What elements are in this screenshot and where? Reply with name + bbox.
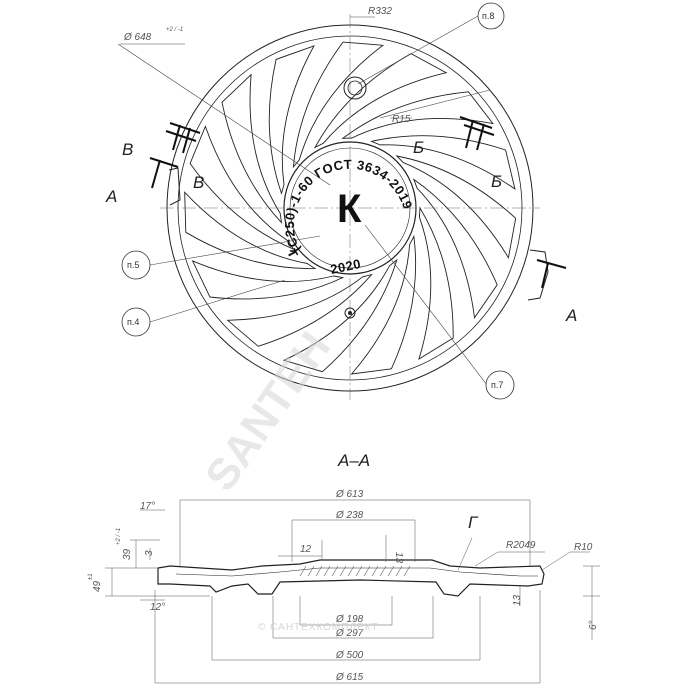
swirl-rib: [292, 41, 385, 169]
swirl-rib: [370, 135, 516, 191]
stamp-year: 2020: [329, 256, 362, 277]
section-label-a-right: А: [565, 306, 577, 325]
detail-mark-g: Г: [468, 513, 479, 532]
radius-outer: R332: [368, 6, 392, 17]
section-label-b-inside: В: [193, 173, 204, 192]
cover-logo-mark-inner: [347, 80, 363, 96]
vent-hole-center: [348, 311, 352, 315]
svg-text:п.5: п.5: [127, 260, 139, 270]
section-title: А–А: [337, 451, 370, 470]
section-hatch: [299, 565, 411, 577]
section-dimension-lines: [105, 499, 600, 684]
dim-h13-right: 13: [512, 594, 523, 606]
right-lug: [527, 249, 549, 301]
section-label-a-left: А: [105, 187, 117, 206]
swirl-rib: [341, 91, 494, 139]
swirl-rib: [282, 258, 398, 373]
dim-d198: Ø 198: [335, 614, 364, 625]
section-labels: Ø 613 Ø 238 Ø 198 Ø 297 Ø 500 Ø 615 17° …: [88, 489, 599, 683]
dim-h49: 49: [92, 580, 103, 592]
callout-p8: п.8: [477, 2, 505, 30]
left-lug: [168, 167, 181, 206]
diameter-dimension: Ø 648: [123, 32, 152, 43]
swirl-rib: [189, 125, 295, 251]
watermark-secondary: © САНТЕХКОМПЛЕКТ: [258, 622, 379, 633]
swirl-rib: [268, 45, 315, 195]
section-label-v-right: Б: [413, 138, 424, 157]
svg-text:п.7: п.7: [491, 380, 503, 390]
diameter-tolerance: +2 / -1: [166, 27, 183, 33]
dim-r10: R10: [574, 542, 593, 553]
swirl-rib: [221, 73, 283, 224]
stamp-letter-k: К: [337, 187, 362, 231]
callout-p5: п.5: [121, 250, 151, 280]
swirl-rib: [226, 273, 373, 347]
watermark: SANTEH © САНТЕХКОМПЛЕКТ: [196, 323, 379, 633]
callout-p7: п.7: [485, 370, 515, 400]
swirl-rib: [191, 260, 345, 300]
cover-logo-mark: [343, 76, 367, 100]
section-profile-inner: [175, 567, 538, 577]
plan-view: [160, 14, 549, 400]
plan-labels: А А В В Б Б Ø 648 +2 / -1 R332 R15 п.8 п…: [105, 2, 577, 400]
dim-h39: 39: [122, 548, 133, 560]
section-label-b-left: В: [122, 140, 133, 159]
vent-hole: [344, 307, 356, 319]
swirl-rib: [395, 155, 517, 259]
radius-rib: R15: [392, 114, 411, 125]
dim-angle-17: 17°: [140, 501, 155, 512]
dim-r2049: R2049: [506, 540, 536, 551]
dim-h12: 12: [300, 544, 312, 555]
swirl-rib: [350, 235, 417, 375]
swirl-rib: [313, 53, 448, 149]
dim-h13-top: 13: [393, 552, 404, 564]
dim-d500: Ø 500: [335, 650, 364, 661]
dim-angle-6: 6°: [588, 620, 599, 630]
dim-d613: Ø 613: [335, 489, 364, 500]
dim-h49-tol: ±1: [88, 573, 94, 580]
swirl-rib: [184, 191, 317, 270]
dim-h3: 3: [144, 550, 155, 556]
swirl-rib: [418, 206, 454, 361]
section-profile: [157, 559, 545, 597]
svg-text:п.4: п.4: [127, 317, 139, 327]
swirl-ribs: [184, 41, 517, 375]
section-cut-markers: [149, 116, 567, 289]
swirl-rib: [412, 178, 498, 320]
section-label-v-inside: Б: [491, 172, 502, 191]
dim-h39-tol: +2 / -1: [116, 528, 122, 545]
dim-d615: Ø 615: [335, 672, 364, 683]
watermark-main: SANTEH: [196, 323, 340, 499]
dim-angle-12: 12°: [150, 602, 165, 613]
section-view: [157, 559, 545, 597]
dim-d297: Ø 297: [335, 628, 364, 639]
dim-d238: Ø 238: [335, 510, 364, 521]
callout-p4: п.4: [121, 307, 151, 337]
svg-text:п.8: п.8: [482, 11, 494, 21]
plan-leaders: [117, 15, 491, 386]
